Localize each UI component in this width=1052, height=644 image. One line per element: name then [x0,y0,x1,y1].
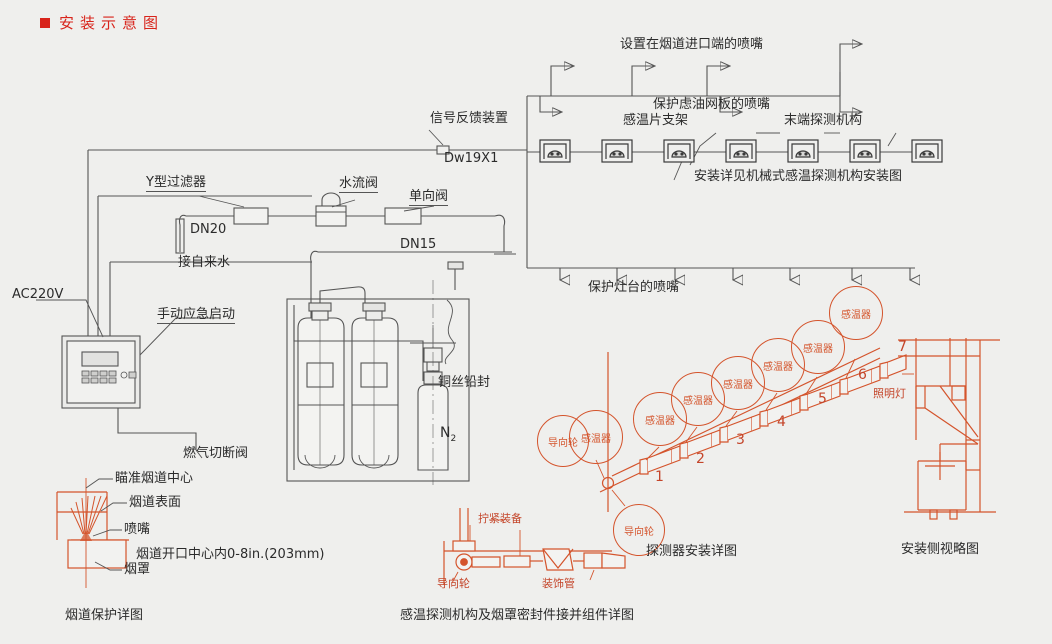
control-panel-graphic [36,299,215,459]
label-aim-center: 瞄准烟道中心 [115,471,194,486]
label-nozzle-flue-inlet: 设置在烟道进口端的喷嘴 [620,37,764,52]
seal-detail-caption: 感温探测机构及烟罩密封件接并组件详图 [400,608,635,623]
detector-number-1: 1 [655,469,664,485]
side-view-caption: 安装侧视略图 [901,542,980,557]
detector-number-7: 7 [898,339,907,355]
thermal-sensor-icon [601,139,633,163]
label-manual-emergency-start: 手动应急启动 [157,307,236,324]
label-nozzle-oil-filter: 保护虑油网板的喷嘴 [653,97,771,112]
thermal-sensor-icon [911,139,943,163]
label-hood: 烟罩 [124,562,151,577]
detector-detail-caption: 探测器安装详图 [646,544,738,559]
seal-detail-graphic [443,508,626,585]
main-piping [87,44,920,450]
detector-number-3: 3 [736,432,745,448]
bullet-square-icon [40,17,50,28]
detector-number-4: 4 [777,414,786,430]
label-opening-spec: 烟道开口中心内0-8in.(203mm) [136,547,325,562]
thermal-sensor-icon [663,139,695,163]
side-view-graphic [898,338,1000,520]
detector-number-2: 2 [696,451,705,467]
detector-number-6: 6 [858,367,867,383]
page-title: 安装示意图 [59,14,165,32]
label-tap-water: 接自来水 [178,255,231,270]
detector-detail-graphic [595,347,907,512]
flue-detail-caption: 烟道保护详图 [65,608,144,623]
guide-wheel-circle-2: 导向轮 [613,504,665,556]
label-y-filter: Y型过滤器 [146,175,206,192]
label-copper-lead-seal: 铜丝铅封 [438,375,491,390]
label-dn20: DN20 [190,222,227,237]
label-end-detector: 末端探测机构 [784,113,863,128]
label-nozzle: 喷嘴 [124,522,151,537]
thermal-sensor-icon [787,139,819,163]
label-nitrogen: N2 [440,425,457,444]
label-stove-nozzle: 保护灶台的喷嘴 [588,280,680,295]
label-dw-code: Dw19X1 [444,151,499,166]
label-decorative-pipe: 装饰管 [542,577,575,590]
thermal-sensor-icon [539,139,571,163]
thermal-sensor-icon [725,139,757,163]
cylinder-assembly-graphic [286,261,470,485]
label-signal-feedback: 信号反馈装置 [430,111,509,126]
label-flue-surface: 烟道表面 [129,495,182,510]
label-lamp: 照明灯 [873,387,906,400]
sensor-circle-1: 感温器 [569,410,623,464]
label-ac220v: AC220V [12,287,64,302]
detector-number-5: 5 [818,391,827,407]
thermal-sensor-icon [849,139,881,163]
label-gas-shutoff-valve: 燃气切断阀 [183,446,249,461]
label-install-reference: 安装详见机械式感温探测机构安装图 [694,169,903,184]
sensor-circle-7: 感温器 [829,286,883,340]
flue-detail-graphic [56,478,129,588]
page-header: 安装示意图 [40,12,164,33]
label-check-valve: 单向阀 [409,189,449,206]
label-seal-guide-wheel: 导向轮 [437,577,470,590]
sensor-circle-6: 感温器 [791,320,845,374]
label-dn15: DN15 [400,237,437,252]
label-sensor-bracket: 感温片支架 [623,113,689,128]
label-tighten-device: 拧紧装备 [478,512,522,525]
label-flow-valve: 水流阀 [339,176,379,193]
